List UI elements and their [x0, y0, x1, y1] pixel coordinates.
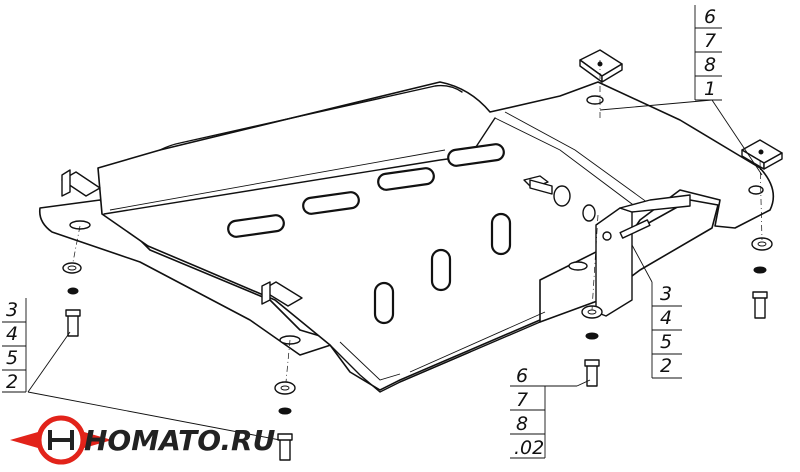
fastener-stack-bottom-right	[581, 305, 603, 387]
fastener-stack-bracket	[529, 179, 596, 222]
slot	[377, 167, 435, 191]
logo-text: HOMATO.RU	[84, 424, 276, 457]
ventilation-slots	[227, 143, 512, 325]
callout-label: .02	[514, 437, 544, 459]
mount-holes	[69, 95, 764, 345]
callout-label: 2	[6, 371, 18, 393]
callout-left: 3 4 5 2	[2, 298, 27, 393]
fastener-stack-center	[274, 381, 296, 461]
callout-label: 5	[660, 331, 672, 353]
logo-wing-right-icon	[84, 432, 112, 448]
slot	[447, 143, 505, 167]
callout-bottom-center: 6 7 8 .02	[510, 365, 577, 459]
callout-label: 8	[704, 54, 716, 76]
slot	[373, 281, 395, 325]
fastener-stack-right	[751, 237, 773, 319]
callout-label: 6	[704, 6, 716, 28]
callout-label: 4	[660, 307, 672, 329]
slot	[302, 191, 360, 215]
slot	[490, 212, 512, 256]
callout-label: 3	[6, 299, 18, 321]
callout-right-bracket: 3 4 5 2	[651, 282, 682, 379]
center-lines	[72, 60, 763, 383]
callout-label: 3	[660, 283, 672, 305]
callout-top-right: 6 7 8 1	[694, 5, 722, 101]
callout-label: 2	[660, 355, 672, 377]
logo-wing-left-icon	[10, 432, 38, 448]
slot	[430, 248, 452, 292]
slot	[227, 214, 285, 238]
callout-label: 7	[516, 389, 528, 411]
callout-label: 6	[516, 365, 528, 387]
callout-label: 4	[6, 323, 18, 345]
leader-lines	[27, 99, 763, 441]
fastener-stack-left	[62, 262, 82, 337]
right-bracket	[595, 194, 691, 317]
callout-label: 7	[704, 30, 716, 52]
callout-label: 5	[6, 347, 18, 369]
callout-label: 1	[704, 78, 716, 100]
homato-logo: HOMATO.RU	[10, 415, 276, 465]
callout-label: 8	[516, 413, 528, 435]
